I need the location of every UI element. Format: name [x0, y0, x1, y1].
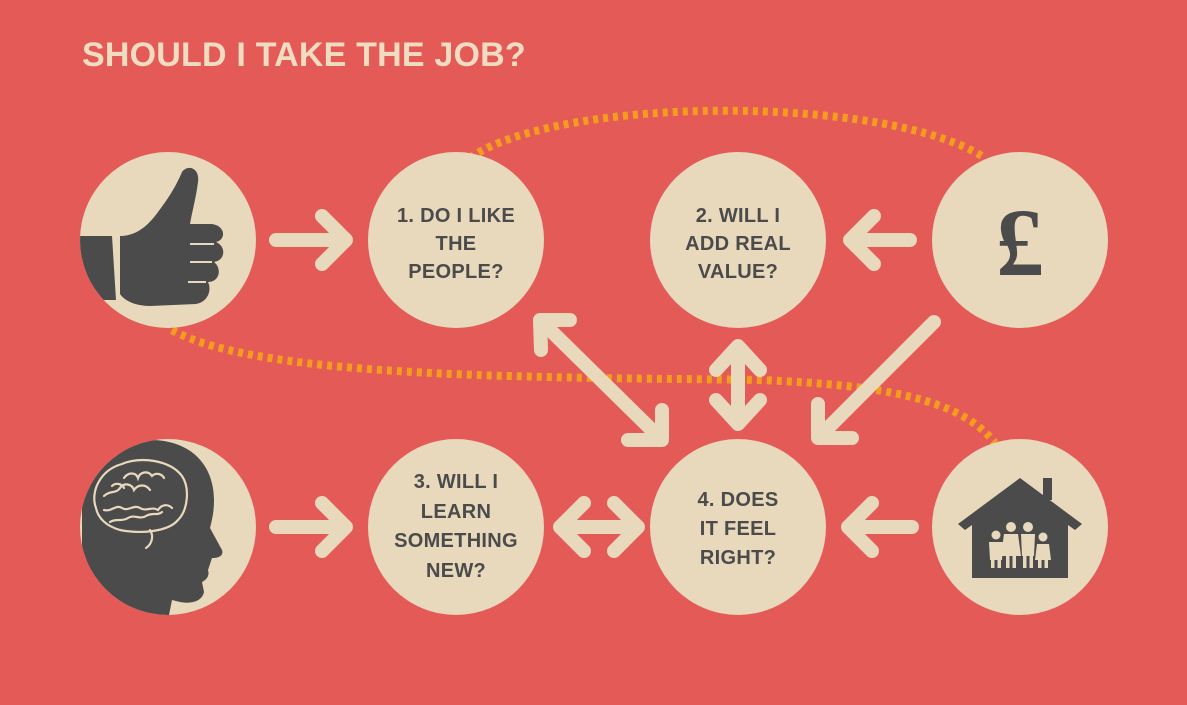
q4-line-1: 4. DOES	[697, 489, 778, 511]
arrow-q1-q4-double	[533, 313, 669, 447]
brain-head-icon	[82, 440, 223, 615]
family-house-icon	[958, 478, 1082, 578]
question-node-4	[650, 439, 826, 615]
q4-line-2: IT FEEL	[700, 518, 777, 540]
q3-line-3: SOMETHING	[394, 530, 518, 552]
dotted-connectors	[170, 106, 999, 446]
q4-line-3: RIGHT?	[700, 547, 776, 569]
arrow-q2-q4-double	[709, 339, 767, 431]
arrows	[269, 209, 941, 558]
page-title: SHOULD I TAKE THE JOB?	[82, 36, 526, 74]
q2-line-1: 2. WILL I	[696, 205, 781, 227]
q2-line-2: ADD REAL	[685, 233, 791, 255]
arrow-home-to-q4	[841, 496, 919, 558]
question-node-2	[650, 152, 826, 328]
q1-line-2: THE	[436, 233, 477, 255]
q2-line-3: VALUE?	[698, 261, 778, 283]
arrow-q3-q4-double	[553, 496, 645, 558]
question-label-4: 4. DOES IT FEEL RIGHT?	[697, 489, 778, 569]
question-node-3	[368, 439, 544, 615]
q1-line-3: PEOPLE?	[408, 261, 503, 283]
question-label-2: 2. WILL I ADD REAL VALUE?	[685, 205, 791, 283]
pound-node	[932, 152, 1108, 328]
question-label-3: 3. WILL I LEARN SOMETHING NEW?	[394, 471, 518, 582]
q1-line-1: 1. DO I LIKE	[397, 205, 515, 227]
arrow-head-to-q3	[269, 496, 353, 558]
q3-line-4: NEW?	[426, 560, 486, 582]
thumbs-up-icon	[80, 167, 224, 306]
arrow-pound-to-q4	[811, 315, 941, 445]
arrow-pound-to-q2	[843, 209, 917, 271]
arrow-thumb-to-q1	[269, 209, 353, 271]
question-label-1: 1. DO I LIKE THE PEOPLE?	[397, 205, 515, 283]
question-node-1	[368, 152, 544, 328]
q3-line-1: 3. WILL I	[414, 471, 499, 493]
node-circles	[80, 152, 1108, 615]
dotted-link-thumb-to-home	[170, 326, 999, 446]
family-figures	[989, 522, 1051, 568]
dotted-link-people-to-pound	[467, 106, 988, 162]
q3-line-2: LEARN	[421, 501, 491, 523]
pound-sign-icon: £	[996, 189, 1044, 296]
